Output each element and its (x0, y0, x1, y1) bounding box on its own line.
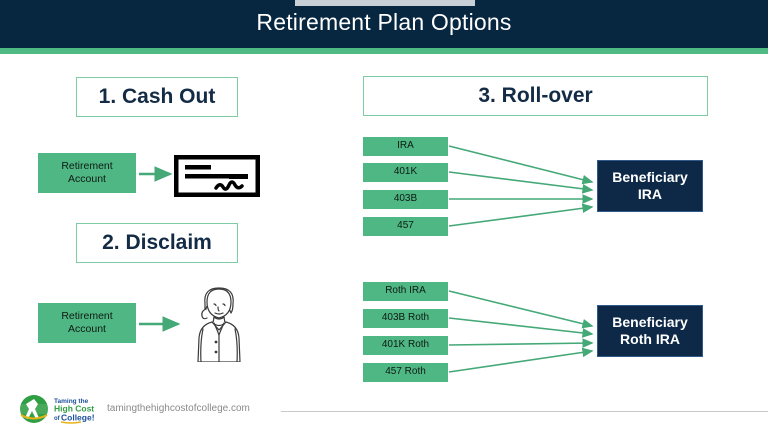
plan-box-403b-roth: 403B Roth (363, 309, 448, 328)
plan-box-457-roth: 457 Roth (363, 363, 448, 382)
plan-box-roth-ira: Roth IRA (363, 282, 448, 301)
beneficiary-roth-ira-box: Beneficiary Roth IRA (597, 305, 703, 357)
arrow-457 (448, 203, 594, 227)
arrow-roth-ira (448, 290, 594, 329)
section-title-cash-out: 1. Cash Out (76, 77, 238, 117)
beneficiary-ira-line2: IRA (637, 186, 663, 202)
arrow-457-roth (448, 347, 594, 373)
header-green-stripe (0, 48, 768, 54)
header-bar (0, 0, 768, 48)
footer-url[interactable]: tamingthehighcostofcollege.com (107, 403, 250, 414)
retirement-account-line2: Account (68, 173, 106, 185)
plan-box-457: 457 (363, 217, 448, 236)
logo-line-3-prefix: of (54, 416, 61, 422)
header-tab-accent (295, 0, 475, 6)
arrow-401k (448, 171, 594, 194)
arrow-401k-roth (448, 338, 594, 348)
beneficiary-roth-line2: Roth IRA (620, 331, 680, 347)
retirement-account-line1: Retirement (61, 309, 113, 322)
logo-line-1: Taming the (54, 398, 89, 405)
beneficiary-ira-box: Beneficiary IRA (597, 160, 703, 212)
retirement-account-line2: Account (68, 323, 106, 335)
person-icon (197, 287, 241, 362)
section-title-disclaim: 2. Disclaim (76, 223, 238, 263)
retirement-account-line1: Retirement (61, 159, 113, 172)
retirement-account-box-disclaim: Retirement Account (38, 303, 136, 343)
beneficiary-ira-line1: Beneficiary (612, 168, 688, 185)
plan-box-ira: IRA (363, 137, 448, 156)
taming-high-cost-logo: Taming the High Cost of College! (19, 395, 95, 424)
logo-line-3: College! (61, 413, 95, 423)
footer-divider (281, 411, 768, 412)
beneficiary-roth-line1: Beneficiary (612, 313, 688, 330)
arrow-403b-roth (448, 317, 594, 338)
check-icon (174, 155, 260, 197)
plan-box-403b: 403B (363, 190, 448, 209)
page-title: Retirement Plan Options (256, 9, 512, 35)
logo-line-2: High Cost (54, 404, 94, 414)
section-title-roll-over: 3. Roll-over (363, 76, 708, 116)
plan-box-401k: 401K (363, 163, 448, 182)
plan-box-401k-roth: 401K Roth (363, 336, 448, 355)
arrow-ira (448, 145, 594, 185)
retirement-account-box-cash-out: Retirement Account (38, 153, 136, 193)
